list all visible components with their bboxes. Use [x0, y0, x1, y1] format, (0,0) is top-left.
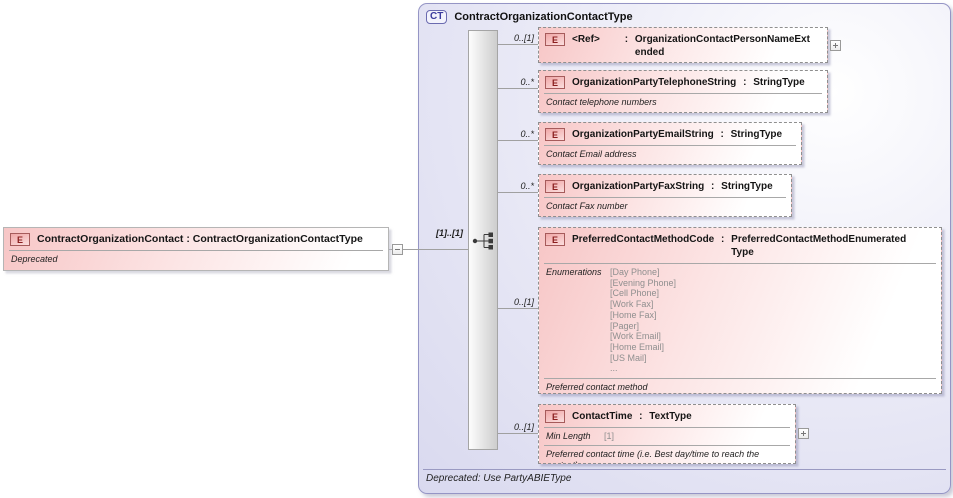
- element-organization-party-email-string[interactable]: E OrganizationPartyEmailString : StringT…: [538, 122, 802, 165]
- enumerations-label: Enumerations: [546, 267, 602, 277]
- element-contact-time[interactable]: E ContactTime : TextType Min Length [1] …: [538, 404, 796, 464]
- element-icon: E: [545, 180, 565, 193]
- link-line: [389, 249, 468, 250]
- separator: [544, 427, 790, 428]
- element-annotation: Deprecated: [11, 254, 58, 264]
- expand-button[interactable]: [830, 40, 841, 51]
- complex-type-footer-annotation: Deprecated: Use PartyABIEType: [423, 469, 946, 493]
- separator: [544, 263, 936, 264]
- element-name: OrganizationPartyFaxString: [572, 181, 705, 192]
- separator: [544, 445, 790, 446]
- cardinality-label: 0..[1]: [513, 422, 534, 432]
- element-icon: E: [545, 33, 565, 46]
- element-name: OrganizationPartyTelephoneString: [572, 77, 737, 88]
- enumeration-values: [Day Phone] [Evening Phone] [Cell Phone]…: [610, 267, 677, 374]
- element-title: ContractOrganizationContact : ContractOr…: [37, 233, 363, 245]
- complex-type-badge: CT: [426, 10, 448, 24]
- cardinality-label: 0..*: [520, 129, 534, 139]
- connector-line: [498, 44, 538, 45]
- element-type: OrganizationContactPersonNameExtended: [634, 34, 810, 58]
- element-annotation: Contact telephone numbers: [546, 97, 657, 107]
- link-cardinality: [1]..[1]: [436, 228, 463, 238]
- minus-icon: [393, 245, 402, 254]
- cardinality-label: 0..*: [520, 77, 534, 87]
- element-annotation: Preferred contact time (i.e. Best day/ti…: [546, 449, 760, 463]
- element-organization-party-telephone-string[interactable]: E OrganizationPartyTelephoneString : Str…: [538, 70, 828, 113]
- complex-type-header: CT ContractOrganizationContactType: [419, 4, 950, 28]
- element-preferred-contact-method-code[interactable]: E PreferredContactMethodCode : Preferred…: [538, 227, 942, 394]
- collapse-button[interactable]: [392, 244, 403, 255]
- element-type: TextType: [649, 411, 692, 422]
- separator: [9, 250, 383, 251]
- connector-line: [498, 308, 538, 309]
- element-icon: E: [545, 233, 565, 246]
- element-annotation: Contact Fax number: [546, 201, 628, 211]
- element-name: ContactTime: [572, 411, 633, 422]
- element-name: PreferredContactMethodCode: [572, 234, 715, 245]
- separator: [544, 93, 822, 94]
- element-contract-organization-contact[interactable]: E ContractOrganizationContact : Contract…: [3, 227, 389, 271]
- facet-row: Min Length [1]: [539, 428, 795, 443]
- expand-button[interactable]: [798, 428, 809, 439]
- element-icon: E: [545, 76, 565, 89]
- element-icon: E: [10, 233, 30, 246]
- cardinality-label: 0..[1]: [513, 297, 534, 307]
- element-icon: E: [545, 128, 565, 141]
- cardinality-label: 0..[1]: [513, 33, 534, 43]
- plus-icon: [831, 41, 840, 50]
- element-organization-party-fax-string[interactable]: E OrganizationPartyFaxString : StringTyp…: [538, 174, 792, 217]
- element-type: StringType: [753, 77, 805, 88]
- facet-label: Min Length: [546, 431, 591, 441]
- element-type: StringType: [730, 129, 783, 140]
- cardinality-label: 0..*: [520, 181, 534, 191]
- element-type: StringType: [721, 181, 773, 192]
- connector-line: [498, 88, 538, 89]
- separator: [544, 145, 796, 146]
- element-icon: E: [545, 410, 565, 423]
- complex-type-title: ContractOrganizationContactType: [454, 11, 633, 23]
- enumerations-section: Enumerations [Day Phone] [Evening Phone]…: [539, 264, 941, 376]
- element-annotation: Preferred contact method: [546, 382, 648, 393]
- plus-icon: [799, 429, 808, 438]
- connector-line: [498, 140, 538, 141]
- separator: [544, 197, 786, 198]
- element-annotation: Contact Email address: [546, 149, 637, 159]
- element-name: <Ref>: [572, 34, 600, 45]
- connector-line: [498, 192, 538, 193]
- separator: [544, 378, 936, 380]
- sequence-compositor-icon: [472, 232, 493, 250]
- element-ref[interactable]: E <Ref> : OrganizationContactPersonNameE…: [538, 27, 828, 63]
- element-type: PreferredContactMethodEnumeratedType: [731, 234, 907, 258]
- element-name: OrganizationPartyEmailString: [572, 129, 714, 140]
- connector-line: [498, 433, 538, 434]
- facet-value: [1]: [604, 431, 615, 441]
